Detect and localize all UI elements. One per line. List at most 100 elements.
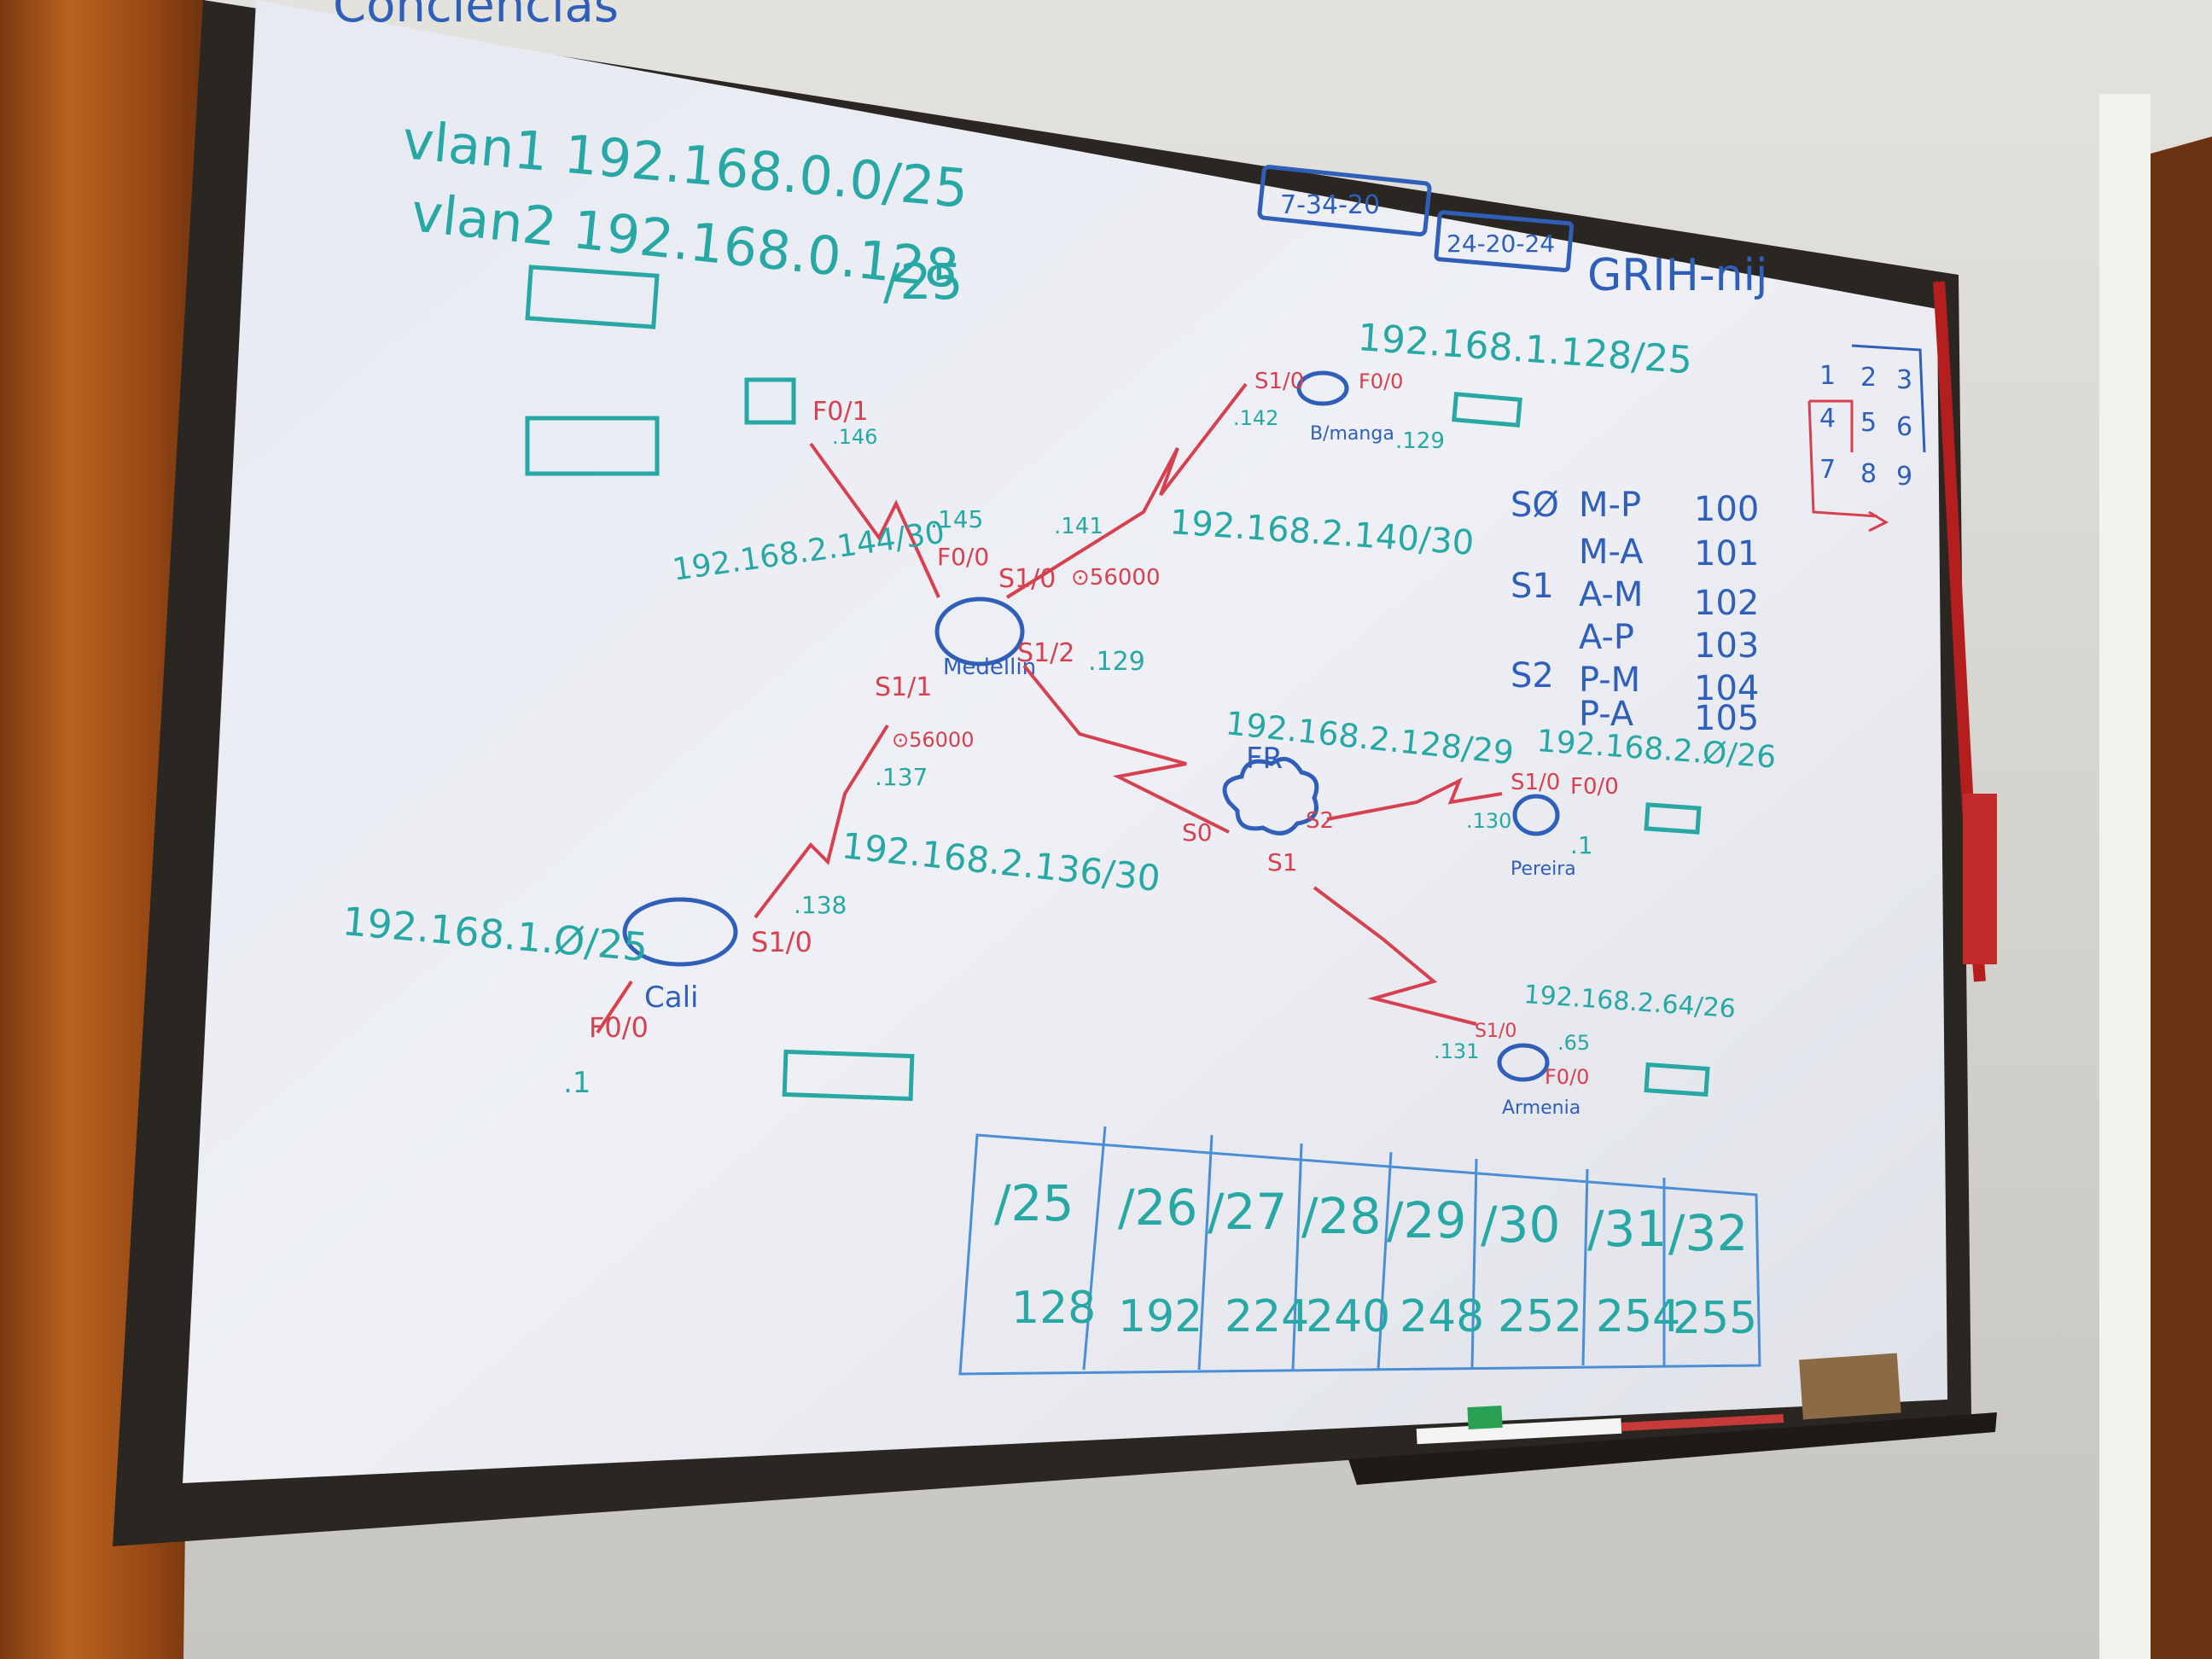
mask-128: 128 (1011, 1283, 1096, 1334)
grid-digit-4: 4 (1819, 404, 1836, 434)
vlan2-mask: /25 (883, 253, 963, 311)
link-medellin-switch (809, 442, 940, 598)
prefix-25: /25 (994, 1174, 1074, 1232)
router-medellin-icon (934, 597, 1025, 667)
blue-writing: Conciencias 7-34-20 24-20-24 GRIH-nij Me… (333, 0, 1767, 1119)
dlci-port-2: S1 (1511, 567, 1554, 606)
mask-255: 255 (1673, 1293, 1757, 1344)
router-armenia-label: Armenia (1502, 1097, 1580, 1119)
dlci-pair-3: A-P (1579, 618, 1634, 657)
router-cali-label: Cali (644, 981, 698, 1015)
if-s12: S1/2 (1017, 638, 1074, 668)
if-s10-bmanga: S1/0 (1254, 369, 1304, 394)
dlci-pair-4: P-M (1579, 661, 1640, 700)
prefix-32: /32 (1668, 1204, 1748, 1262)
door-right (2151, 137, 2212, 1659)
router-armenia-icon (1497, 1043, 1550, 1082)
digit-grid: 1 2 3 4 5 6 7 8 9 (1819, 361, 1912, 492)
dlci-pair-0: M-P (1579, 486, 1641, 525)
ip-129: .129 (1088, 647, 1145, 677)
ip-142: .142 (1233, 406, 1278, 430)
marker-red (1621, 1414, 1784, 1431)
if-s10-armenia: S1/0 (1475, 1021, 1516, 1042)
mask-table-grid (958, 1126, 1761, 1376)
if-f00-bmanga: F0/0 (1359, 370, 1403, 393)
dlci-num-3: 103 (1694, 626, 1759, 666)
dlci-num-1: 101 (1694, 534, 1759, 573)
mask-col-line-6 (1581, 1168, 1589, 1366)
routers (622, 370, 1560, 1082)
link-cali-lan (596, 980, 633, 1034)
mask-240: 240 (1306, 1291, 1390, 1342)
ip-137: .137 (875, 763, 928, 791)
prefix-27: /27 (1208, 1183, 1287, 1241)
link-medellin-fr (1022, 664, 1230, 834)
grid-digit-9: 9 (1896, 462, 1912, 492)
digit-grid-lines (1807, 344, 1926, 533)
ip-129b: .129 (1395, 428, 1445, 454)
router-bmanga-label: B/manga (1310, 423, 1394, 445)
dlci-pair-2: A-M (1579, 575, 1643, 614)
grid-digit-3: 3 (1896, 365, 1912, 395)
if-s11: S1/1 (875, 672, 932, 702)
if-f00-medellin: F0/0 (937, 543, 989, 571)
router-pereira-label: Pereira (1511, 859, 1576, 880)
link-fr-armenia (1313, 886, 1477, 1026)
board-surface (183, 0, 1947, 1483)
if-s0: S0 (1182, 818, 1213, 847)
ip-131: .131 (1434, 1039, 1479, 1063)
eraser (1799, 1353, 1901, 1420)
box-date-2: 24-20-24 (1447, 230, 1555, 258)
mask-col-line-3 (1291, 1143, 1303, 1371)
grid-line-red (1807, 399, 1878, 518)
if-f00-cali: F0/0 (589, 1011, 649, 1044)
dlci-port-0: SØ (1511, 486, 1559, 525)
prefix-29: /29 (1387, 1191, 1466, 1249)
top-boxes (1257, 165, 1575, 273)
pc-box-bmanga (1452, 392, 1522, 428)
router-pereira-icon (1512, 794, 1560, 836)
grid-digit-5: 5 (1860, 408, 1877, 438)
pc-box-2 (525, 416, 660, 476)
dlci-num-2: 102 (1694, 584, 1759, 623)
door-frame-right (2099, 94, 2151, 1659)
if-f00-armenia: F0/0 (1545, 1065, 1589, 1089)
mask-table-prefixes: /25 /26 /27 /28 /29 /30 /31 /32 (994, 1174, 1748, 1262)
if-s1: S1 (1267, 848, 1298, 876)
code-text: GRIH-nij (1587, 250, 1767, 301)
prefix-26: /26 (1118, 1179, 1197, 1237)
clock-rate-1: ⊙56000 (1071, 565, 1161, 591)
box-date-1: 7-34-20 (1280, 190, 1380, 220)
date-box-1 (1257, 165, 1432, 236)
ip-65: .65 (1557, 1031, 1590, 1055)
pc-box-pereira (1644, 802, 1702, 835)
date-box-2 (1434, 210, 1575, 273)
mask-col-line-4 (1377, 1151, 1393, 1371)
if-f01: F0/1 (812, 397, 869, 427)
if-f00-pereira: F0/0 (1570, 774, 1619, 800)
mask-252: 252 (1498, 1291, 1582, 1342)
grid-line-blue (1851, 344, 1926, 453)
router-bmanga-icon (1296, 370, 1349, 406)
dlci-port-4: S2 (1511, 656, 1554, 696)
mask-table-values: 128 192 224 240 248 252 254 255 (1011, 1283, 1757, 1344)
ip-1-cali: .1 (563, 1066, 591, 1100)
serial-links (596, 382, 1503, 1034)
dlci-pair-5: P-A (1579, 695, 1634, 734)
link-medellin-bmanga (1005, 382, 1248, 599)
link-medellin-cali (754, 724, 889, 919)
grid-arrow-icon (1868, 510, 1889, 533)
if-s10-pereira: S1/0 (1511, 770, 1560, 795)
mask-col-line-2 (1197, 1134, 1214, 1371)
grid-digit-1: 1 (1819, 361, 1836, 391)
mask-192: 192 (1118, 1291, 1202, 1342)
ip-141: .141 (1054, 514, 1103, 539)
pc-box-1 (525, 265, 660, 329)
ip-130: .130 (1466, 809, 1511, 833)
if-s10-medellin: S1/0 (998, 564, 1056, 594)
mask-254: 254 (1596, 1291, 1680, 1342)
grid-digit-6: 6 (1896, 412, 1912, 442)
pc-box-cali (782, 1049, 915, 1102)
marker-green (1467, 1405, 1503, 1430)
